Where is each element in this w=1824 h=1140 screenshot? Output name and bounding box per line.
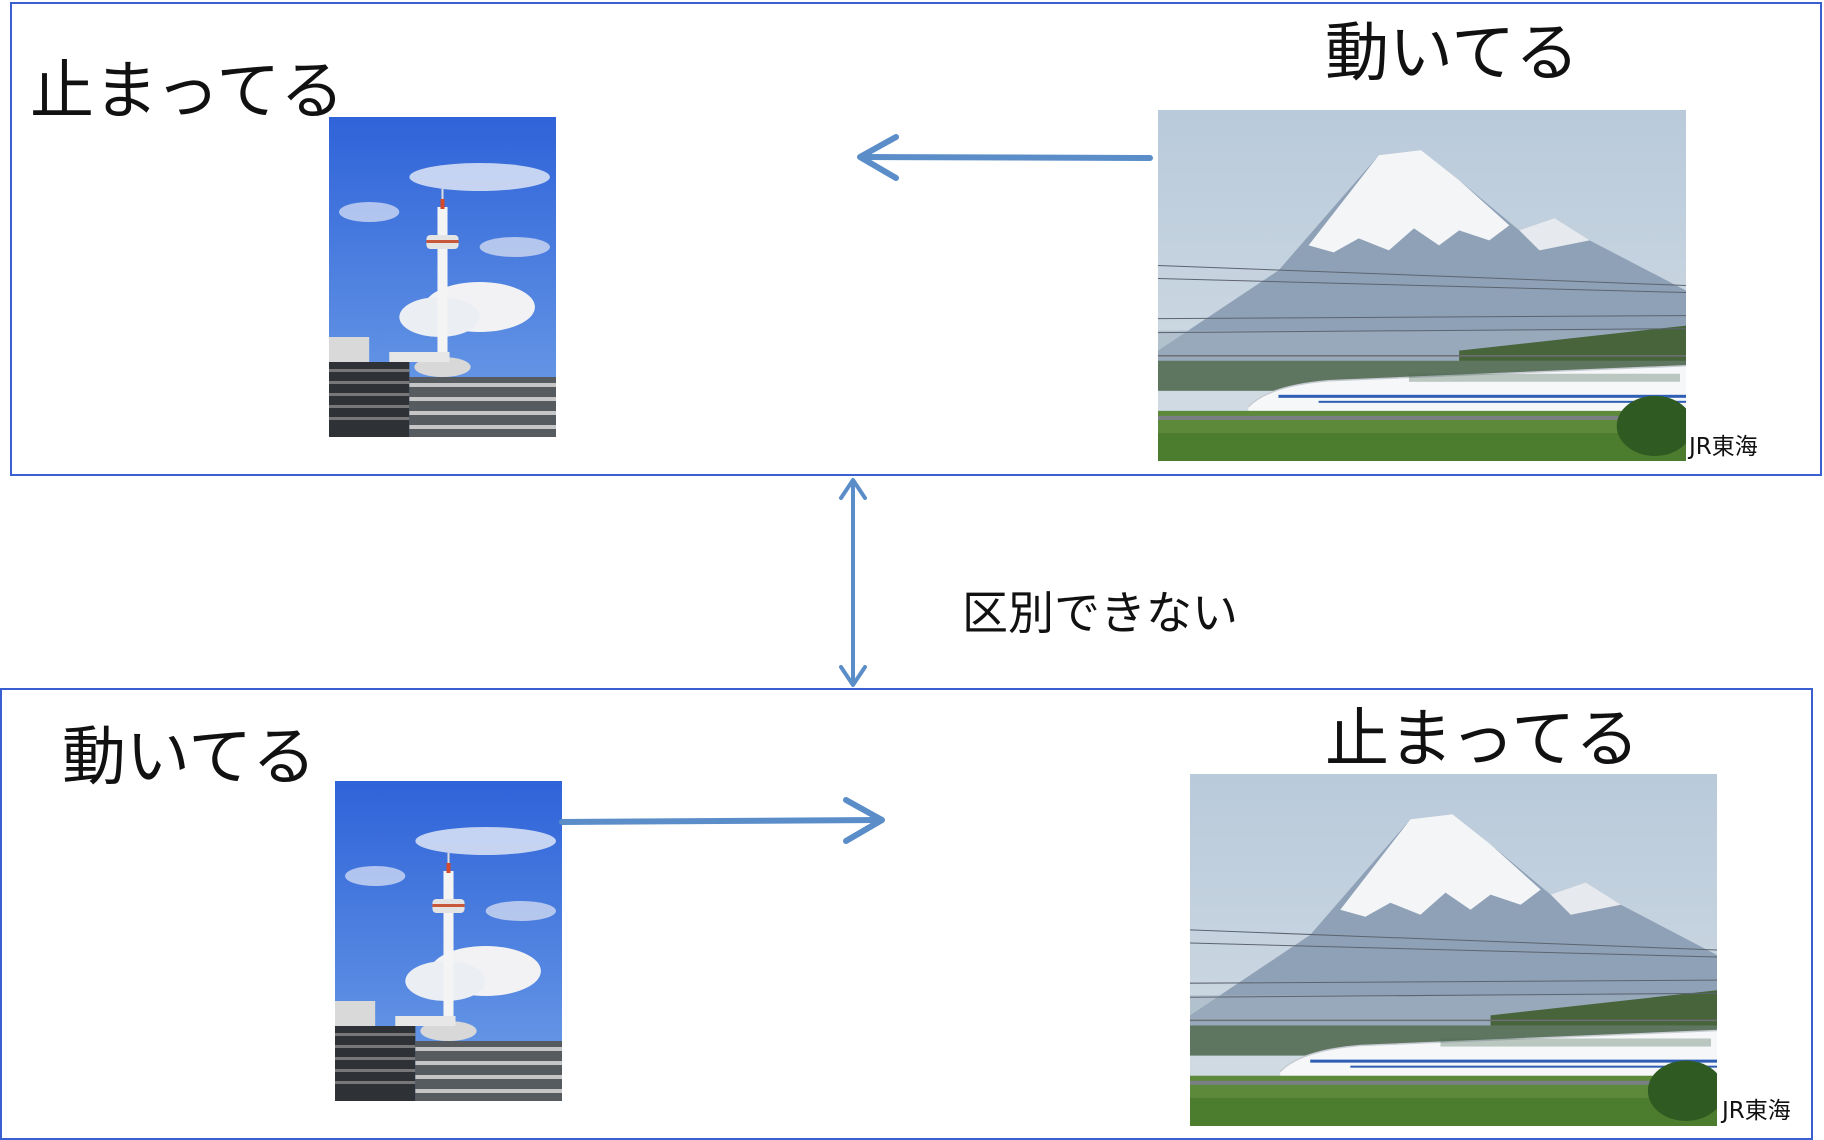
shinkansen-mount-fuji-photo bbox=[1158, 110, 1686, 461]
top-left-label: 止まってる bbox=[30, 55, 345, 129]
photo-credit: JR東海 bbox=[1722, 1098, 1791, 1124]
photo-credit: JR東海 bbox=[1689, 434, 1758, 460]
kyoto-tower-photo bbox=[329, 117, 556, 437]
top-right-label: 動いてる bbox=[1325, 17, 1580, 91]
bottom-right-label: 止まってる bbox=[1325, 703, 1640, 777]
shinkansen-mount-fuji-photo bbox=[1190, 774, 1717, 1126]
kyoto-tower-photo bbox=[335, 781, 562, 1101]
indistinguishable-caption: 区別できない bbox=[962, 586, 1238, 640]
double-headed-arrow-icon bbox=[839, 478, 867, 687]
bottom-left-label: 動いてる bbox=[62, 721, 317, 795]
